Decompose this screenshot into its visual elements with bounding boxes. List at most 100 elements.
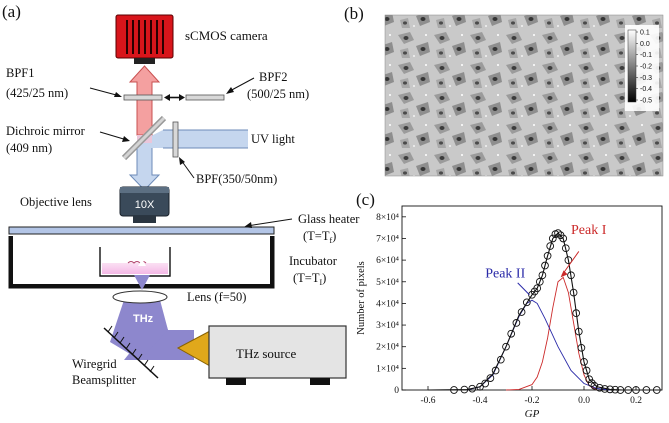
data-point — [491, 366, 500, 375]
y-tick-label: 6×10⁴ — [376, 256, 400, 266]
x-axis-label: GP — [525, 408, 540, 420]
bpf2-label: BPF2 — [259, 70, 288, 84]
bpf2-filter — [185, 94, 225, 101]
thz-beam-label: THz — [133, 313, 154, 325]
x-tick-label: 0.2 — [630, 396, 642, 406]
data-point — [600, 385, 609, 393]
thz-source-box — [208, 325, 347, 385]
data-point — [538, 271, 547, 280]
objective-lens — [119, 186, 170, 223]
scmos-camera — [115, 14, 174, 64]
colorbar-tick-label: -0.1 — [640, 52, 652, 59]
panel-a-label: (a) — [2, 2, 21, 21]
gp-histogram-chart: 0 1×10⁴ 2×10⁴ 3×10⁴ 4×10⁴ 5×10⁴ 6×10⁴ 7×10⁴ 8×10… — [356, 205, 663, 420]
colorbar-tick-label: -0.2 — [640, 64, 652, 71]
data-point — [486, 374, 495, 382]
data-point — [611, 385, 620, 394]
data-point — [632, 386, 640, 394]
glass-heater — [8, 226, 275, 235]
y-tick-label: 8×10⁴ — [376, 213, 400, 223]
data-point — [541, 261, 549, 270]
data-point — [522, 298, 531, 307]
y-tick-label: 7×10⁴ — [376, 234, 400, 244]
camera-label: sCMOS camera — [185, 28, 268, 43]
thz-lens — [112, 290, 168, 304]
data-point — [582, 366, 591, 375]
data-point — [546, 242, 555, 250]
colorbar-tick-label: -0.5 — [640, 98, 652, 105]
dichroic-mirror — [121, 115, 167, 161]
peak-1-annotation: Peak I — [571, 223, 607, 238]
data-point — [595, 383, 604, 392]
data-point — [502, 342, 510, 351]
data-point — [548, 234, 557, 243]
glass-heater-pointer — [246, 218, 293, 227]
peak-1-arrowhead — [560, 270, 568, 278]
uv-bpf-label: BPF(350/50nm) — [196, 172, 277, 186]
data-point — [512, 319, 521, 327]
x-tick-label: -0.6 — [420, 396, 435, 406]
data-point — [561, 244, 570, 253]
thz-source-label: THz source — [236, 346, 297, 361]
glass-heater-temp: (T=Tf) — [303, 229, 336, 245]
bpf2-spec: (500/25 nm) — [247, 87, 309, 101]
data-point — [496, 355, 505, 364]
data-point — [535, 277, 544, 286]
incubator-label: Incubator — [289, 254, 338, 268]
panel-b-label: (b) — [344, 4, 364, 23]
peak-2-pointer — [517, 282, 530, 296]
data-point — [481, 379, 490, 388]
colorbar-tick-label: 0.0 — [640, 41, 650, 48]
x-tick-label: -0.4 — [472, 396, 487, 406]
peak-1-arrow — [561, 251, 580, 276]
x-tick-label: -0.2 — [524, 396, 539, 406]
y-tick-label: 5×10⁴ — [376, 278, 400, 288]
data-point — [569, 288, 578, 297]
data-point — [559, 234, 568, 243]
data-point — [554, 229, 562, 237]
data-point — [652, 386, 661, 394]
data-point — [450, 386, 458, 394]
peak-2-annotation: Peak II — [485, 266, 525, 281]
y-tick-label: 4×10⁴ — [376, 299, 400, 309]
uv-light-label: UV light — [251, 132, 295, 146]
dichroic-spec: (409 nm) — [6, 141, 52, 155]
objective-label: Objective lens — [20, 195, 92, 209]
uv-bpf-filter — [172, 121, 179, 158]
wiregrid-label: Wiregrid — [72, 357, 117, 371]
y-axis-label: Number of pixels — [356, 261, 367, 335]
data-point — [590, 381, 599, 390]
data-point — [564, 256, 573, 264]
y-tick-label: 2×10⁴ — [376, 343, 400, 353]
colorbar-tick-label: 0.1 — [640, 30, 650, 37]
data-point — [468, 384, 477, 393]
bpf1-spec: (425/25 nm) — [6, 86, 68, 100]
panel-c-label: (c) — [356, 190, 375, 209]
glass-heater-label: Glass heater — [298, 212, 360, 226]
data-point — [574, 327, 583, 336]
data-point — [572, 309, 581, 318]
data-point — [533, 284, 542, 293]
lens-label: Lens (f=50) — [187, 290, 246, 304]
bpf1-label: BPF1 — [6, 66, 35, 80]
incubator-temp: (T=TI) — [293, 271, 326, 287]
y-tick-label: 1×10⁴ — [376, 364, 400, 374]
data-point — [585, 375, 594, 384]
dichroic-label: Dichroic mirror — [6, 124, 86, 138]
y-tick-label: 0 — [394, 386, 399, 396]
dichroic-pointer — [99, 131, 128, 141]
data-point — [642, 386, 651, 394]
peak-i-curve — [505, 276, 598, 391]
filter-swap-arrow — [164, 94, 185, 101]
data-point — [624, 386, 633, 394]
colorbar-tick-label: -0.4 — [640, 86, 652, 93]
data-point — [580, 358, 588, 366]
objective-mag: 10X — [135, 199, 155, 211]
data-point — [567, 271, 575, 280]
y-tick-label: 3×10⁴ — [376, 321, 400, 331]
beamsplitter-label: Beamsplitter — [72, 373, 137, 387]
data-point — [577, 343, 586, 352]
fit-curve — [427, 232, 662, 391]
colorbar-tick-label: -0.3 — [640, 75, 652, 82]
